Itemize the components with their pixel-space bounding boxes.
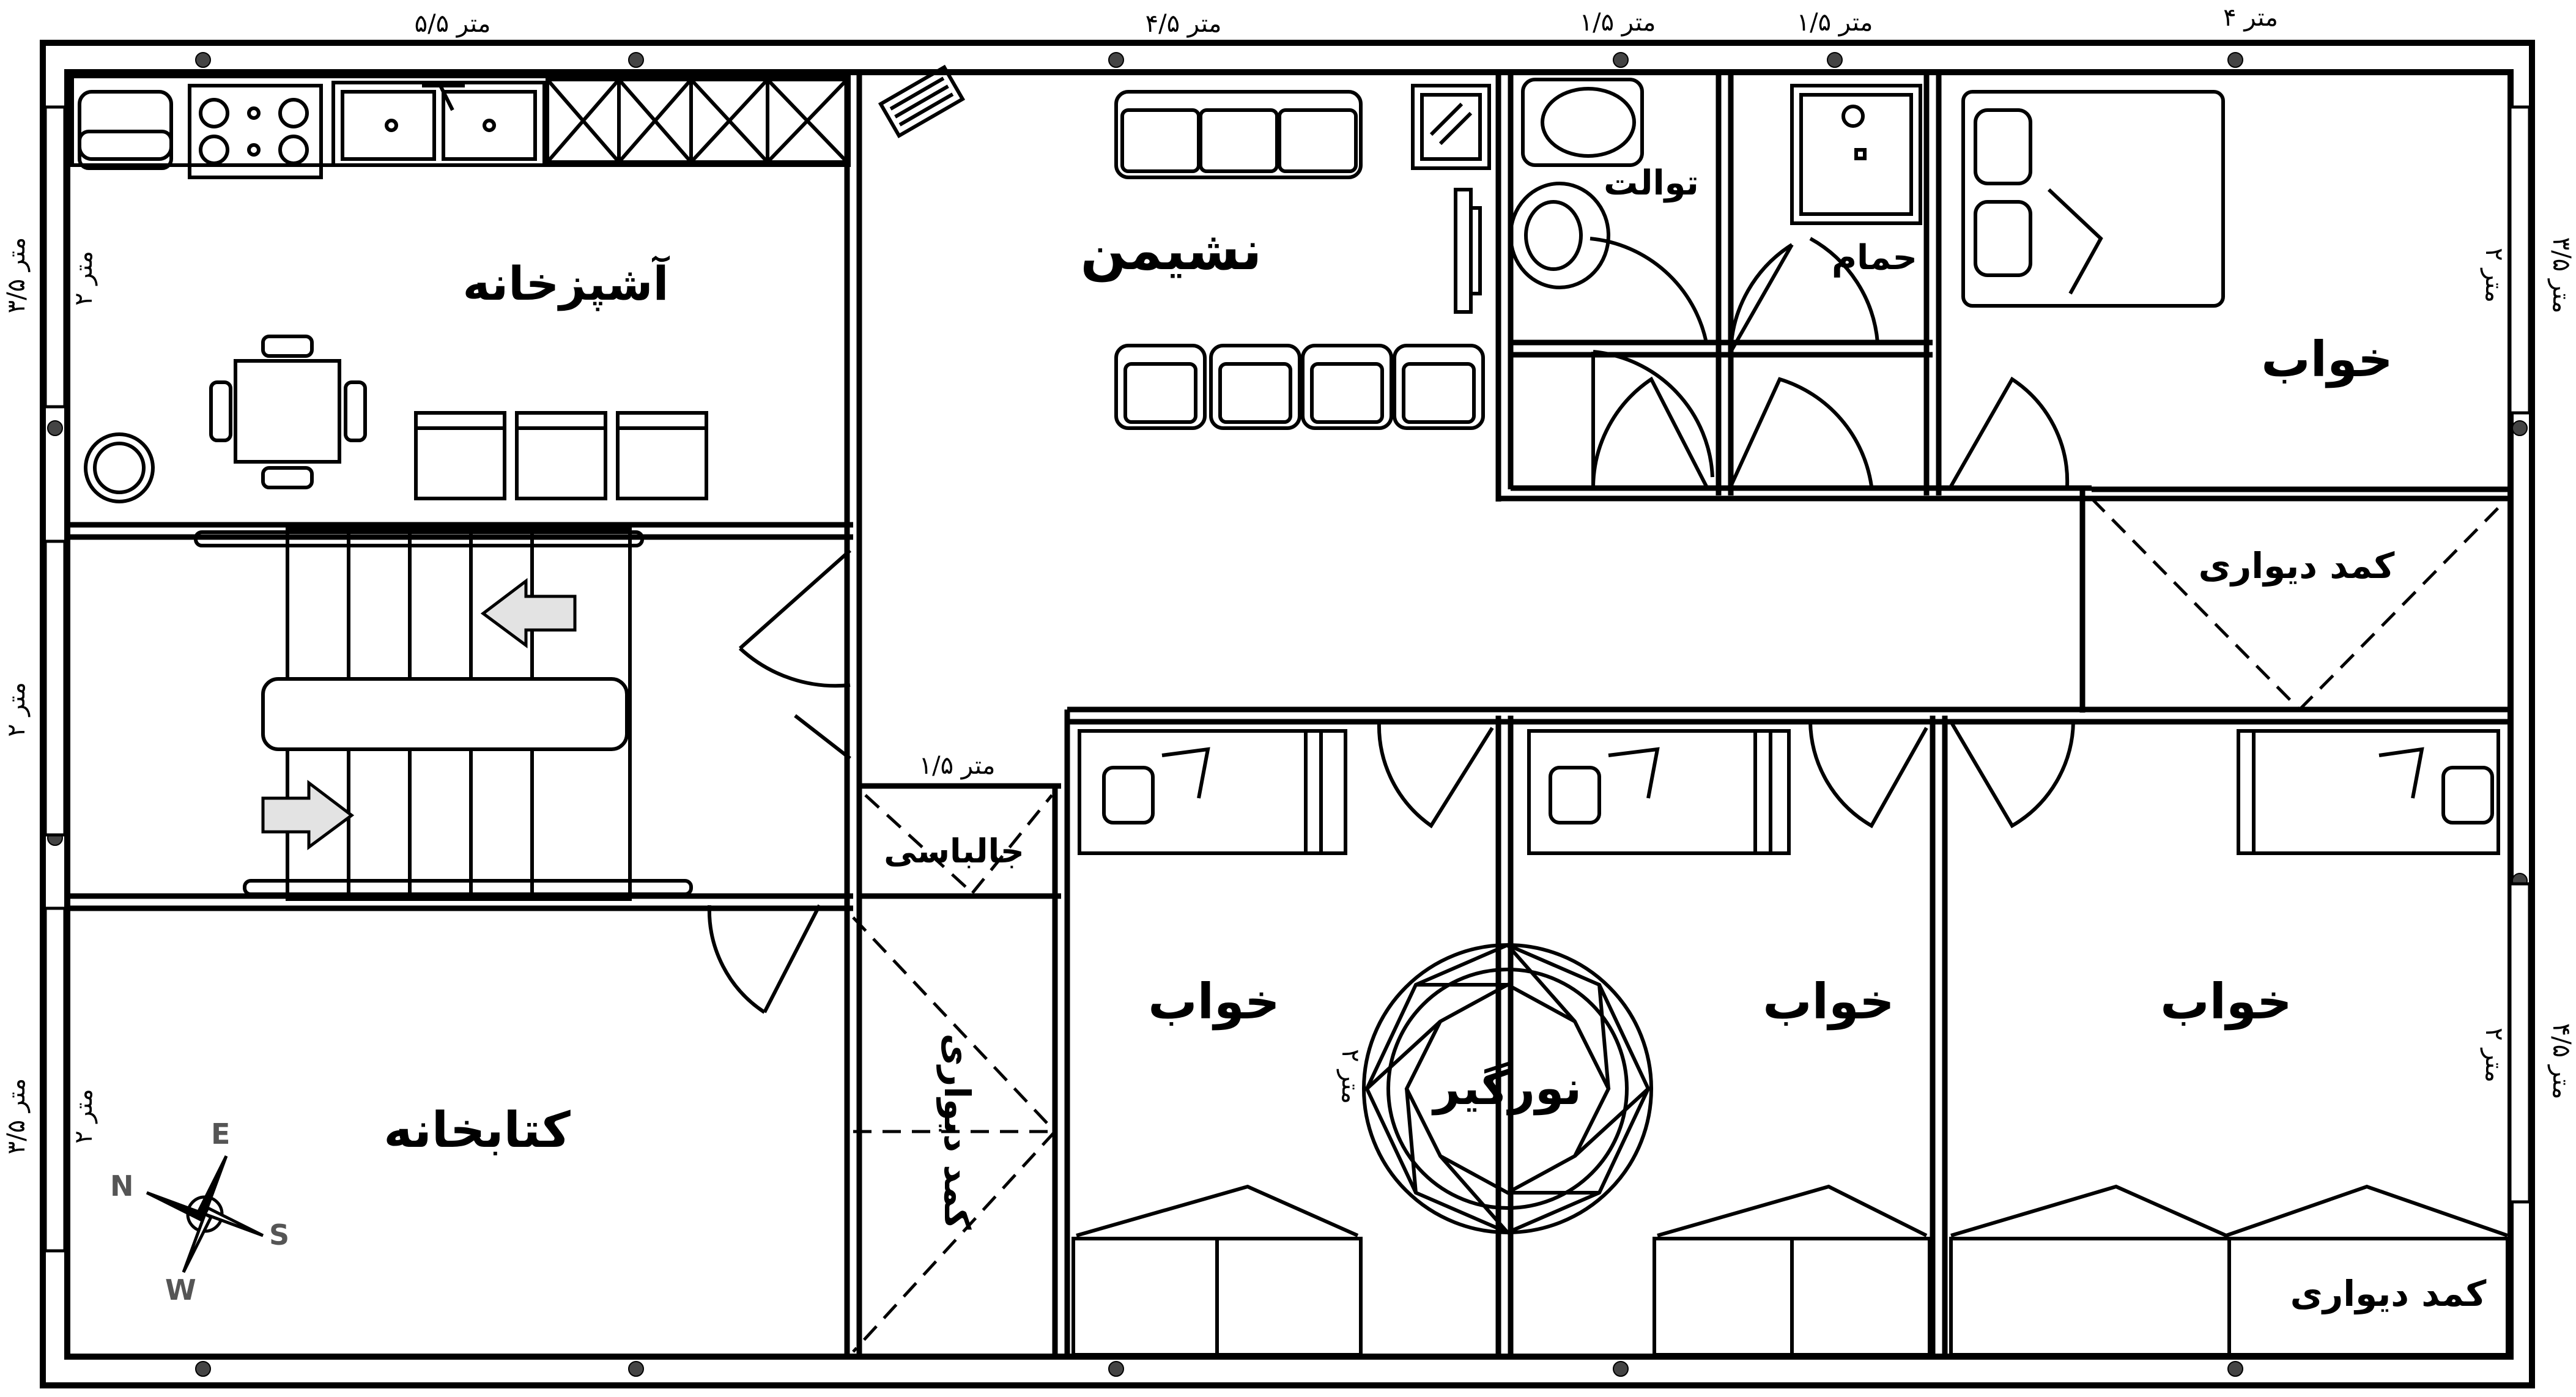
wall-markers	[47, 52, 2528, 1377]
room-closet-se: کمد دیواری	[2290, 1273, 2487, 1315]
living-furniture	[878, 64, 1491, 430]
dim-top-5: ۴ متر	[2223, 4, 2278, 32]
room-library: کتابخانه	[383, 1102, 571, 1158]
bath-fixtures	[1509, 78, 1922, 289]
dim-left-1: ۳/۵ متر	[2, 237, 31, 314]
dim-left-2: ۲ متر	[2, 682, 31, 737]
skylight	[1362, 943, 1653, 1235]
dim-left-in-1: ۲ متر	[70, 251, 98, 306]
dim-right-2: ۴/۵ متر	[2547, 1023, 2575, 1100]
room-bedroom-a: خواب	[1148, 973, 1280, 1031]
compass-rose	[146, 1155, 264, 1273]
room-bedroom-b: خواب	[1763, 973, 1895, 1031]
room-living: نشیمن	[1081, 219, 1262, 282]
dim-top-3: ۱/۵ متر	[1580, 9, 1656, 37]
compass-n: N	[110, 1169, 134, 1202]
kitchen-fixtures	[70, 75, 851, 503]
dim-top-1: ۵/۵ متر	[415, 10, 491, 38]
room-bedroom-ne: خواب	[2261, 331, 2393, 388]
room-kitchen: آشپزخانه	[462, 255, 670, 311]
dim-hall-closet: ۱/۵ متر	[919, 752, 996, 780]
doors	[707, 237, 2075, 1014]
compass-s: S	[269, 1218, 289, 1251]
dim-skylight: ۲ متر	[1336, 1049, 1364, 1104]
compass-w: W	[165, 1273, 196, 1306]
wardrobes	[1071, 1184, 2509, 1357]
dim-left-3: ۳/۵ متر	[2, 1078, 31, 1155]
compass-labels: N E S W	[110, 1117, 289, 1306]
dim-left-in-2: ۲ متر	[70, 1089, 98, 1144]
room-toilet: توالت	[1604, 163, 1699, 203]
room-hall-closet: جالباسی	[884, 832, 1024, 870]
dim-top-2: ۴/۵ متر	[1146, 10, 1222, 38]
dim-right-in-1: ۲ متر	[2480, 248, 2508, 303]
room-bath: حمام	[1832, 238, 1917, 278]
dim-right-1: ۳/۵ متر	[2547, 237, 2575, 314]
window-segments	[43, 105, 2531, 1253]
dim-top-4: ۱/۵ متر	[1797, 9, 1873, 37]
room-bedroom-c: خواب	[2160, 973, 2292, 1031]
room-labels: آشپزخانه نشیمن توالت حمام خواب کمد دیوار…	[383, 163, 2486, 1315]
room-closet-center: کمد دیواری	[936, 1034, 978, 1230]
closet-lines	[852, 497, 2509, 1353]
room-skylight: نورگیر	[1431, 1061, 1582, 1116]
room-closet-ne: کمد دیواری	[2199, 545, 2395, 587]
dim-right-in-2: ۲ متر	[2480, 1028, 2508, 1083]
beds	[1078, 90, 2500, 855]
interior-walls	[67, 72, 2511, 1357]
staircase	[194, 527, 693, 901]
compass-e: E	[211, 1117, 230, 1151]
dimension-labels: ۵/۵ متر ۴/۵ متر ۱/۵ متر ۱/۵ متر ۴ متر ۱/…	[2, 4, 2575, 1154]
